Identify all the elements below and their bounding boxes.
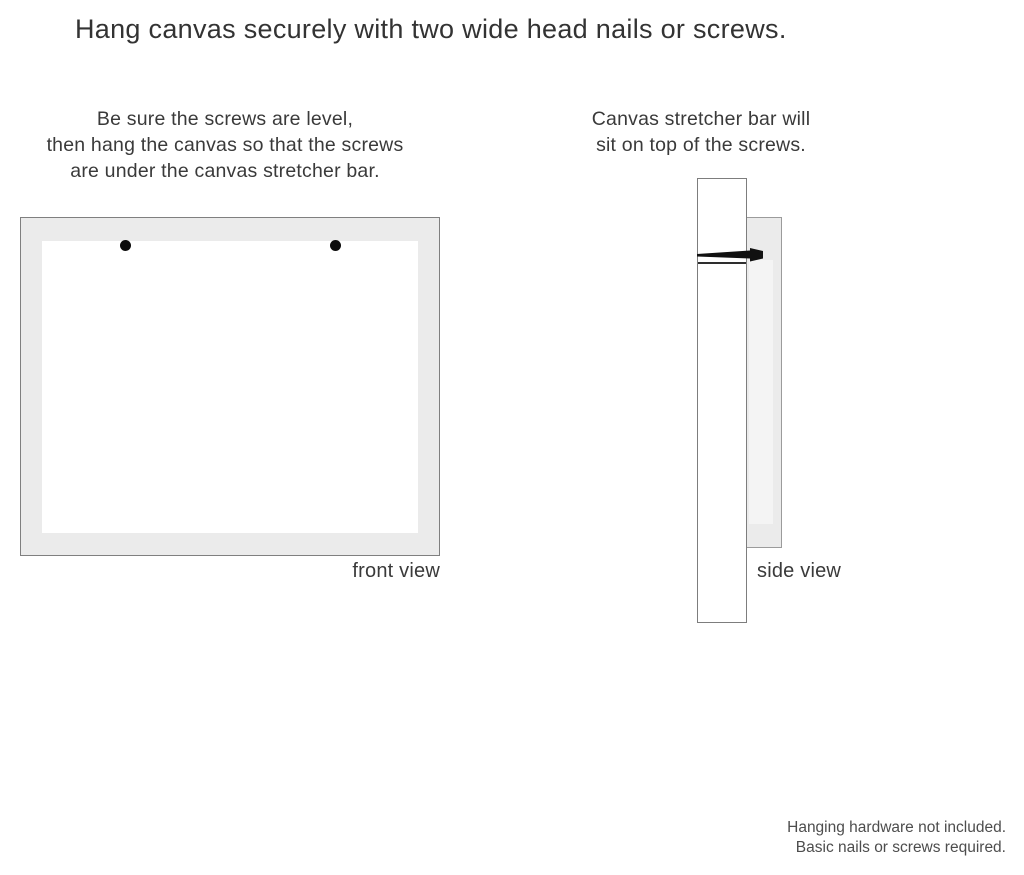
disclaimer-line: Basic nails or screws required. [795, 838, 1006, 856]
instruction-line: sit on top of the screws. [596, 134, 806, 156]
disclaimer-line: Hanging hardware not included. [787, 819, 1006, 836]
canvas-side-view-inner [749, 260, 773, 524]
front-view-label: front view [352, 560, 440, 582]
page-title: Hang canvas securely with two wide head … [75, 14, 787, 44]
instruction-line: Canvas stretcher bar will [591, 108, 811, 130]
front-view-instructions: Be sure the screws are level, then hang … [25, 106, 425, 184]
instruction-line: then hang the canvas so that the screws [46, 134, 404, 156]
canvas-front-view-frame [20, 217, 440, 556]
canvas-front-view-inner [42, 241, 418, 533]
canvas-side-view-bar [746, 217, 782, 548]
hardware-disclaimer: Hanging hardware not included. Basic nai… [787, 818, 1006, 857]
nail-head-left-icon [120, 240, 131, 251]
instruction-line: Be sure the screws are level, [96, 108, 354, 130]
instruction-line: are under the canvas stretcher bar. [70, 160, 380, 182]
nail-head-right-icon [330, 240, 341, 251]
nail-icon [697, 248, 763, 262]
side-view-instructions: Canvas stretcher bar will sit on top of … [551, 106, 851, 158]
nail-level-line [698, 262, 746, 264]
side-view-label: side view [757, 560, 842, 582]
